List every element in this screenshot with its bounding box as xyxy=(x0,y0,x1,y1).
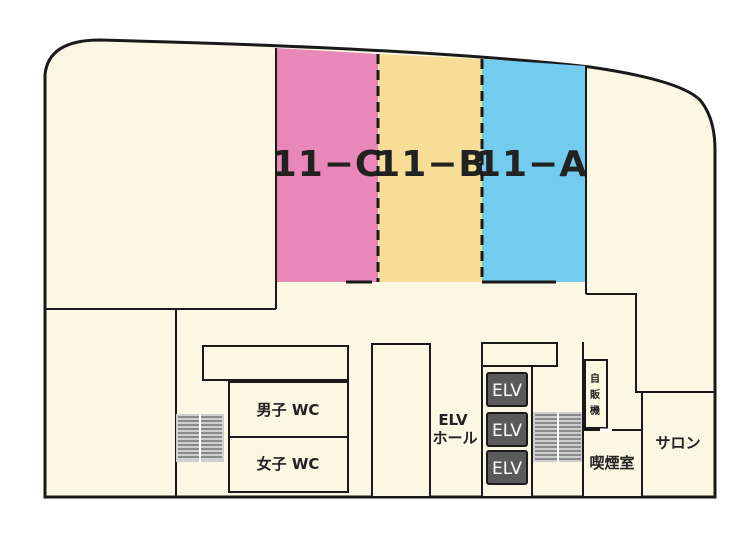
stairs-left xyxy=(176,414,224,462)
elv-hall-label-line1: ELV xyxy=(438,411,468,429)
elevator-1[interactable]: ELV xyxy=(486,372,528,407)
vending-label-2: 販 xyxy=(590,388,601,401)
elevator-2-label: ELV xyxy=(492,421,522,441)
room-11-c[interactable]: 11−C xyxy=(272,48,383,282)
smoking-room[interactable] xyxy=(582,429,643,498)
room-11-b[interactable]: 11−B xyxy=(375,54,487,282)
elv-top-bar xyxy=(481,342,558,367)
vending-label-3: 機 xyxy=(590,404,600,417)
room-11-a-label: 11−A xyxy=(476,144,588,185)
womens-wc-label: 女子 WC xyxy=(257,455,320,473)
womens-wc[interactable] xyxy=(228,436,349,493)
elevator-2[interactable]: ELV xyxy=(486,412,528,447)
mens-wc[interactable] xyxy=(228,381,349,438)
elevator-3-label: ELV xyxy=(492,459,522,479)
elevator-1-label: ELV xyxy=(492,381,522,401)
vending-label-1: 自 xyxy=(590,372,600,385)
wc-top-bar xyxy=(202,345,349,381)
vending-machine[interactable]: 自 販 機 xyxy=(584,359,608,429)
mens-wc-label: 男子 WC xyxy=(257,401,320,419)
salon-label: サロン xyxy=(655,434,700,452)
central-column xyxy=(371,343,431,498)
smoking-room-label: 喫煙室 xyxy=(589,454,634,472)
stairs-right xyxy=(533,412,583,462)
wall-right-corridor xyxy=(586,293,715,393)
room-11-a[interactable]: 11−A xyxy=(476,59,588,282)
elv-hall-label-line2: ホール xyxy=(432,429,477,447)
room-11-c-label: 11−C xyxy=(272,144,383,185)
room-11-b-label: 11−B xyxy=(375,144,487,185)
elevator-3[interactable]: ELV xyxy=(486,450,528,485)
